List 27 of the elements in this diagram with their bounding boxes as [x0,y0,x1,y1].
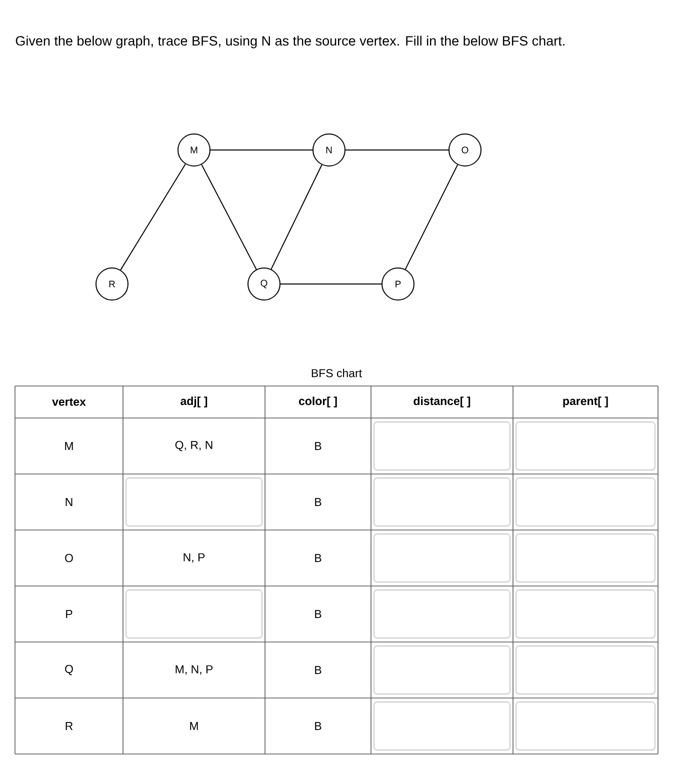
vertex-label: R [66,722,73,730]
vertex-label: Q [65,664,73,676]
graph-edge [404,164,458,270]
adjacency-list: N, P [184,553,205,563]
column-header: parent[ ] [563,396,608,408]
vertex-label: P [66,610,72,618]
vertex-label: O [65,554,73,562]
vertex-label: N [66,498,72,506]
column-header: vertex [52,398,86,406]
heading: Given the below graph, trace BFS, using N as the source vertex. Fill in the below BFS chart. [16,36,564,48]
column-header: adj[ ] [180,396,208,408]
column-header: distance[ ] [414,396,470,408]
color-value: B [315,722,322,730]
color-value: B [315,666,322,674]
color-value: B [315,610,322,618]
column-header: color[ ] [298,396,337,408]
color-value: B [315,442,322,450]
adjacency-list: M, N, P [176,665,213,675]
vertex-label: M [65,442,73,450]
table-caption: BFS chart [312,368,362,378]
graph-edge [201,164,257,270]
graph-edge [270,164,322,270]
color-value: B [315,554,322,562]
adjacency-list: Q, R, N [175,440,212,452]
graph-edge [120,164,186,270]
color-value: B [315,498,322,506]
adjacency-list: M [190,722,198,730]
